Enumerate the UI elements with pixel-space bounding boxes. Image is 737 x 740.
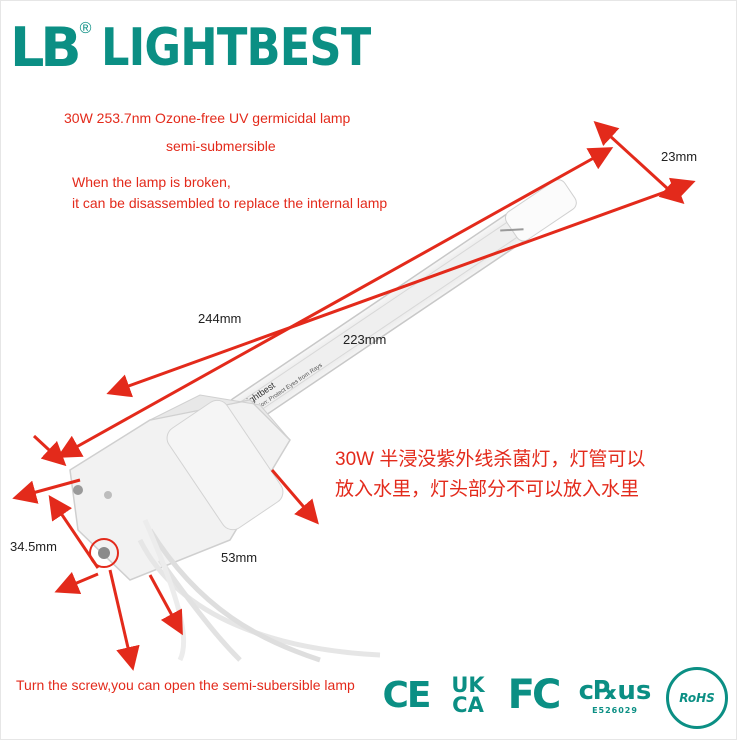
note-line-1: When the lamp is broken, [72, 174, 231, 190]
chinese-description-line-1: 30W 半浸没紫外线杀菌灯，灯管可以 [335, 449, 646, 470]
bottom-note: Turn the screw,you can open the semi-sub… [16, 677, 355, 693]
dimension-base-width: 53mm [221, 550, 258, 565]
registered-mark-icon: ® [79, 20, 92, 37]
ukca-bottom: CA [452, 693, 484, 717]
arrow-icon [54, 571, 99, 595]
rohs-mark-icon: RoHS [666, 667, 728, 729]
logo-mark: LB [10, 16, 82, 79]
rohs-label: RoHS [679, 691, 715, 705]
note-line-2: it can be disassembled to replace the in… [72, 195, 388, 211]
glass-tube: Lightbest Caution: Protect Eyes from Ray… [225, 179, 577, 429]
fc-mark-icon: FC [507, 672, 562, 718]
arrow-icon [148, 574, 183, 636]
arrow-icon [108, 569, 140, 671]
dimension-tube-length: 223mm [343, 332, 387, 347]
ukca-top: UK [451, 673, 485, 697]
arrow-icon [32, 434, 67, 467]
dimension-base-height: 34.5mm [10, 539, 57, 554]
arrow-icon [270, 469, 319, 525]
chinese-description-line-2: 放入水里，灯头部分不可以放入水里 [335, 479, 640, 500]
arrow-icon [48, 495, 100, 569]
ul-number: E526029 [592, 705, 638, 715]
spec-line-2: semi-submersible [166, 138, 276, 154]
spec-line-1: 30W 253.7nm Ozone-free UV germicidal lam… [64, 110, 351, 126]
dimension-arrows [12, 120, 696, 671]
ce-mark-icon: CE [382, 674, 431, 716]
dimension-total-length: 244mm [198, 311, 242, 326]
dimension-diameter: 23mm [661, 149, 698, 164]
lamp-base [69, 394, 381, 663]
ul-mark: c℞us [578, 675, 652, 706]
brand-logo: LB ® LIGHTBEST [10, 16, 415, 79]
brand-name: LIGHTBEST [101, 18, 371, 78]
arrow-icon [106, 177, 696, 398]
ul-mark-icon: c℞us E526029 [574, 670, 656, 720]
arrow-icon [593, 120, 685, 205]
arrow-icon [12, 478, 81, 504]
ukca-mark-icon: UK CA [442, 670, 494, 720]
